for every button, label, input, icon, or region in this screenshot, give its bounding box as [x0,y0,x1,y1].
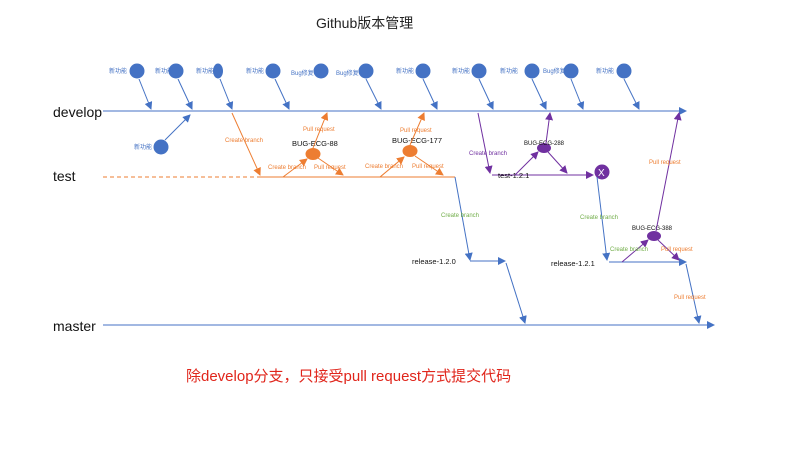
create-branch-arrow [379,156,405,178]
merge-arrow [685,263,702,324]
close-x-icon: X [598,168,605,179]
create-branch-label: Create branch [469,151,507,157]
bug-branch-label: BUG-ECG-288 [524,141,565,147]
pull-request-label: Pull request [649,160,681,166]
commit-arrow [164,114,191,141]
create-branch-label: Create branch [441,213,479,219]
commit-label: Bug修复 [543,67,566,75]
pull-request-arrow [655,112,682,232]
commit-label: 新功能 [109,67,127,75]
create-branch-arrow [282,158,308,178]
diagram-title: Github版本管理 [316,15,413,31]
create-branch-label: Create branch [610,247,648,253]
pull-request-label: Pull request [314,165,346,171]
pull-request-arrow [409,112,425,146]
create-branch-label: Create branch [580,215,618,221]
commit-dot [313,63,329,79]
commit-label: Bug修复 [336,69,359,77]
pull-request-arrow [547,151,568,174]
pull-request-arrow [317,157,344,176]
commit-label: 新功能 [155,67,173,75]
bug-branch-node [537,143,551,153]
commit-dot [358,63,374,79]
commit-arrow [623,78,640,110]
lane-label-master: master [53,318,96,334]
create-branch-label: Create branch [225,138,263,144]
pull-request-label: Pull request [400,128,432,134]
commit-label: 新功能 [196,67,214,75]
pull-request-arrow [545,112,554,144]
bug-branch-node [402,145,418,157]
commit-arrow [570,78,585,110]
create-branch-arrow [454,176,473,261]
create-branch-label: Create branch [365,164,403,170]
commit-dot [129,63,145,79]
create-branch-arrow [596,176,611,261]
merge-arrow [505,262,527,324]
bug-branch-node [647,231,661,241]
commit-arrow [219,78,234,110]
commit-dot [213,63,223,79]
bug-branch-node [305,148,321,160]
commit-label: 新功能 [596,67,614,75]
commit-arrow [531,78,547,110]
bug-branch-label: BUG-ECG-177 [392,136,442,145]
test-branch-label: test-1.2.1 [498,171,529,180]
lane-label-develop: develop [53,104,102,120]
create-branch-arrow [477,112,493,174]
commit-label: 新功能 [134,143,152,151]
commit-arrow [478,78,494,110]
commit-dot [265,63,281,79]
bug-branch-label: BUG-ECG-388 [632,226,673,232]
commit-label: 新功能 [452,67,470,75]
release-label: release-1.2.0 [412,257,456,266]
create-branch-label: Create branch [268,165,306,171]
commit-dot [616,63,632,79]
pull-request-arrow [657,239,680,261]
pull-request-label: Pull request [674,295,706,301]
commit-arrow [422,78,438,110]
commit-label: 新功能 [396,67,414,75]
pull-request-label: Pull request [661,247,693,253]
commit-dot [168,63,184,79]
commit-arrow [274,78,290,110]
closed-branch-icon [594,164,610,180]
pull-request-label: Pull request [303,127,335,133]
commit-arrow [365,78,382,110]
pull-request-label: Pull request [412,164,444,170]
commit-label: Bug修复 [291,69,314,77]
commit-label: 新功能 [246,67,264,75]
create-branch-arrow [231,112,261,176]
release-label: release-1.2.1 [551,259,595,268]
create-branch-arrow [621,239,649,263]
pull-request-arrow [414,155,444,176]
commit-arrow [177,78,193,110]
commit-dot [153,139,169,155]
commit-dot [524,63,540,79]
create-branch-arrow [514,151,539,176]
commit-dot [471,63,487,79]
lane-label-test: test [53,168,76,184]
commit-dot [415,63,431,79]
commit-dot [563,63,579,79]
commit-arrow [138,78,153,110]
footnote: 除develop分支，只接受pull request方式提交代码 [186,367,511,385]
commit-label: 新功能 [500,67,518,75]
pull-request-arrow [312,112,329,149]
